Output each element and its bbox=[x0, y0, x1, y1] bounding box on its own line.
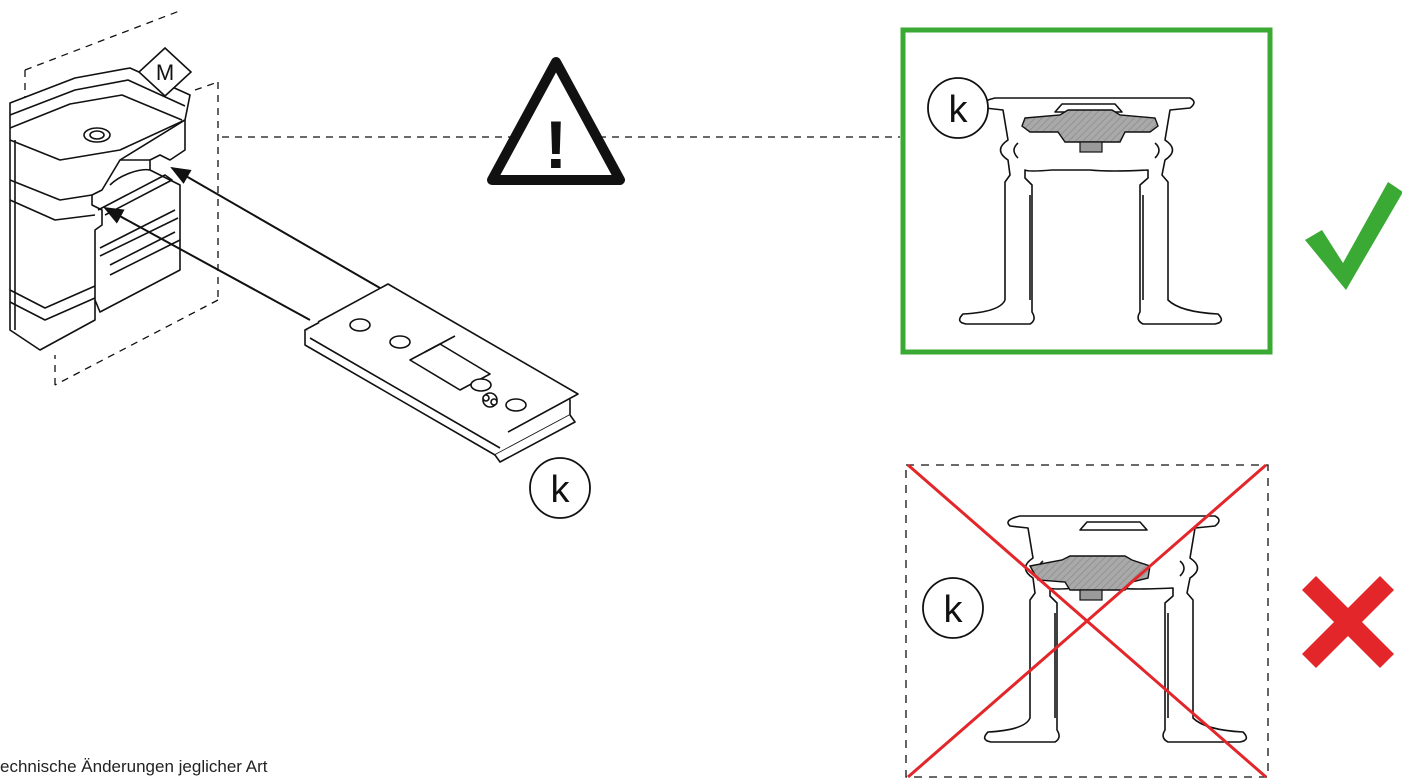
part-marker-correct: k bbox=[927, 77, 989, 139]
insertion-arrow-upper bbox=[170, 167, 381, 289]
cross-icon bbox=[1302, 576, 1394, 668]
svg-text:!: ! bbox=[545, 107, 568, 183]
insertion-arrow-lower bbox=[103, 207, 311, 321]
warning-icon: ! bbox=[487, 57, 625, 185]
strike-through-cross bbox=[907, 463, 1267, 778]
insertion-arrows bbox=[103, 167, 381, 321]
connector-section-wrong bbox=[1028, 555, 1151, 601]
svg-text:k: k bbox=[551, 469, 571, 511]
checkmark-icon bbox=[1305, 182, 1402, 290]
module-marker: M bbox=[137, 46, 193, 98]
footnote-text: echnische Änderungen jeglicher Art bbox=[0, 757, 268, 776]
svg-text:k: k bbox=[949, 89, 969, 131]
connector-piece bbox=[304, 283, 579, 463]
profile-cross-section-correct bbox=[958, 97, 1223, 325]
rail-profile-isometric bbox=[9, 9, 219, 386]
svg-text:M: M bbox=[156, 60, 174, 85]
part-marker-connector: k bbox=[529, 457, 591, 519]
part-marker-wrong: k bbox=[922, 577, 984, 639]
connector-section-correct bbox=[1021, 109, 1159, 153]
svg-text:k: k bbox=[944, 589, 964, 631]
